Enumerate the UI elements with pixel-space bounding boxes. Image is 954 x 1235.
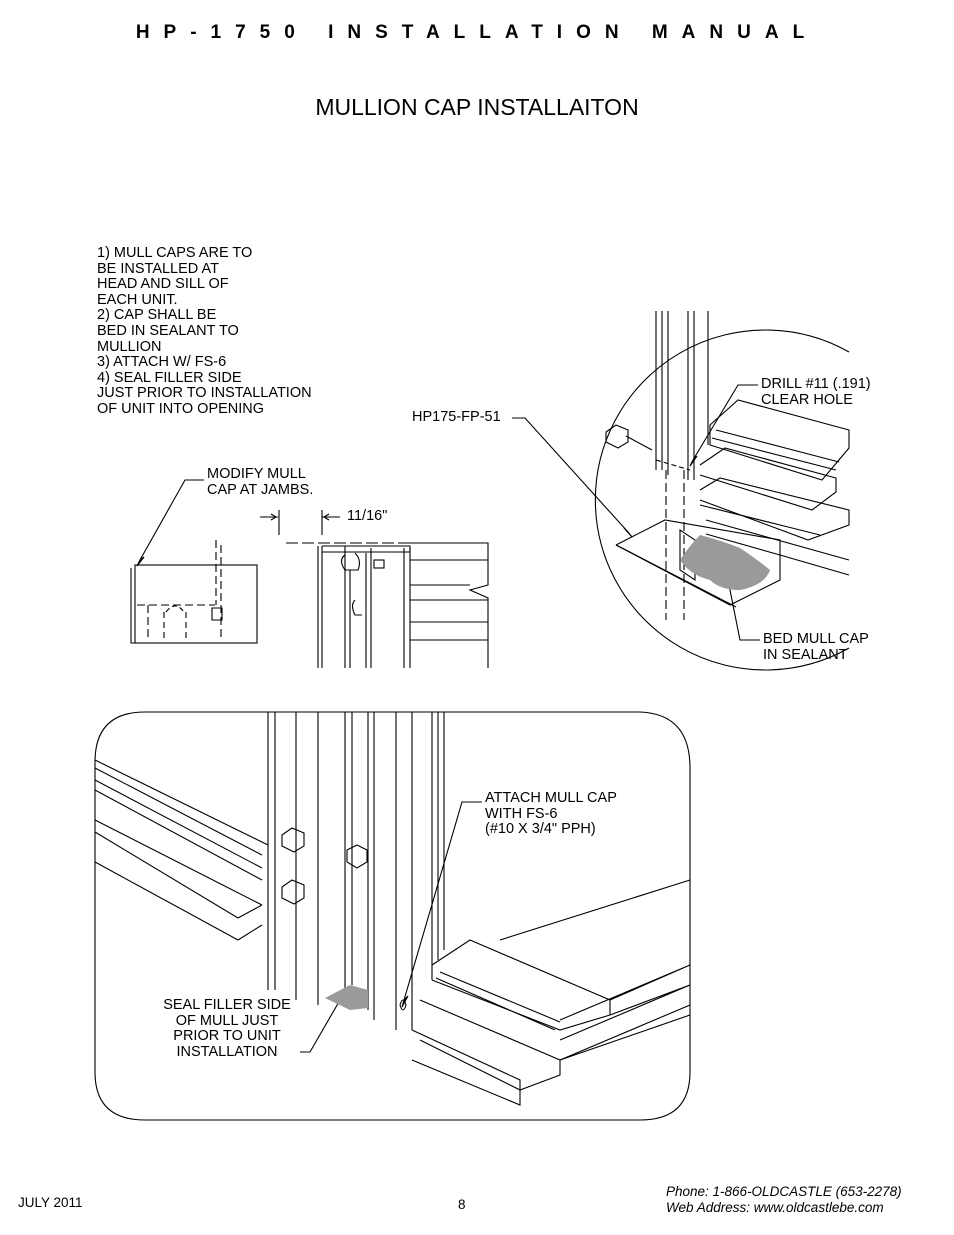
callout-line: DRILL #11 (.191) (761, 376, 871, 392)
attach-callout: ATTACH MULL CAP WITH FS-6 (#10 X 3/4" PP… (485, 790, 617, 838)
callout-line: PRIOR TO UNIT (173, 1028, 281, 1045)
dimension-label: 11/16" (347, 508, 388, 524)
callout-line: SEAL FILLER SIDE (163, 997, 291, 1013)
callout-line: CAP AT JAMBS. (207, 481, 314, 498)
sealant-patch (680, 535, 770, 590)
manual-header: HP-1750 INSTALLATION MANUAL (135, 22, 819, 43)
page-number: 8 (458, 1197, 466, 1212)
note-line: 3) ATTACH W/ FS-6 (97, 354, 227, 371)
note-line: 2) CAP SHALL BE (97, 307, 217, 324)
footer-phone: Phone: 1-866-OLDCASTLE (653-2278) (666, 1184, 902, 1199)
drill-callout: DRILL #11 (.191) CLEAR HOLE (761, 376, 871, 408)
callout-line: WITH FS-6 (485, 805, 558, 822)
circle-detail-drawing (512, 311, 850, 671)
note-line: EACH UNIT. (97, 291, 178, 308)
plan-section-drawing (260, 510, 489, 668)
page-title: MULLION CAP INSTALLAITON (315, 94, 639, 120)
footer-date: JULY 2011 (18, 1195, 83, 1210)
callout-line: CLEAR HOLE (761, 391, 853, 408)
modify-callout: MODIFY MULL CAP AT JAMBS. (207, 466, 314, 498)
seal-filler-patch (325, 985, 368, 1010)
part-number-label: HP175-FP-51 (412, 409, 501, 425)
callout-line: OF MULL JUST (175, 1012, 279, 1029)
callout-line: BED MULL CAP (763, 631, 869, 647)
note-line: MULLION (97, 338, 162, 355)
note-line: HEAD AND SILL OF (97, 276, 229, 293)
callout-line: (#10 X 3/4" PPH) (485, 821, 596, 838)
note-line: BE INSTALLED AT (97, 260, 219, 277)
callout-line: ATTACH MULL CAP (485, 790, 617, 806)
installation-notes: 1) MULL CAPS ARE TO BE INSTALLED AT HEAD… (97, 245, 312, 418)
note-line: BED IN SEALANT TO (97, 322, 239, 339)
jamb-detail-drawing (130, 479, 258, 644)
note-line: JUST PRIOR TO INSTALLATION (97, 385, 312, 402)
callout-line: INSTALLATION (176, 1043, 278, 1060)
seal-callout: SEAL FILLER SIDE OF MULL JUST PRIOR TO U… (157, 997, 297, 1060)
note-line: 4) SEAL FILLER SIDE (97, 369, 242, 386)
note-line: OF UNIT INTO OPENING (97, 400, 265, 417)
note-line: 1) MULL CAPS ARE TO (97, 245, 253, 261)
callout-line: MODIFY MULL (207, 466, 306, 482)
isometric-detail-drawing (94, 711, 691, 1121)
footer-web-address: Web Address: www.oldcastlebe.com (666, 1200, 884, 1215)
